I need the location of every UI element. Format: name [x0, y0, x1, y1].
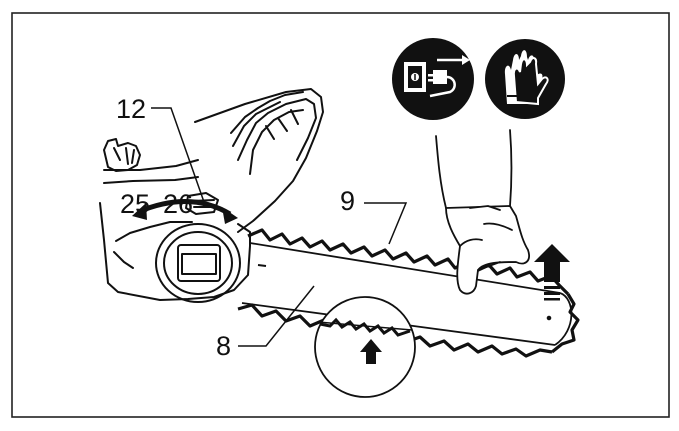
leader-lines — [151, 107, 408, 347]
arrow-small-icon — [360, 339, 382, 364]
callout-9: 9 — [340, 186, 356, 216]
callout-8: 8 — [216, 331, 232, 361]
wear-gloves-icon — [485, 39, 565, 119]
hand — [435, 129, 530, 295]
callout-12: 12 — [116, 94, 147, 124]
detail-magnifier — [314, 296, 416, 398]
callout-26: 26 — [163, 189, 194, 219]
arrow-up-icon — [534, 244, 570, 301]
unplug-power-icon — [392, 38, 474, 120]
callout-25: 25 — [120, 189, 151, 219]
rotation-arrow-icon — [132, 199, 238, 224]
